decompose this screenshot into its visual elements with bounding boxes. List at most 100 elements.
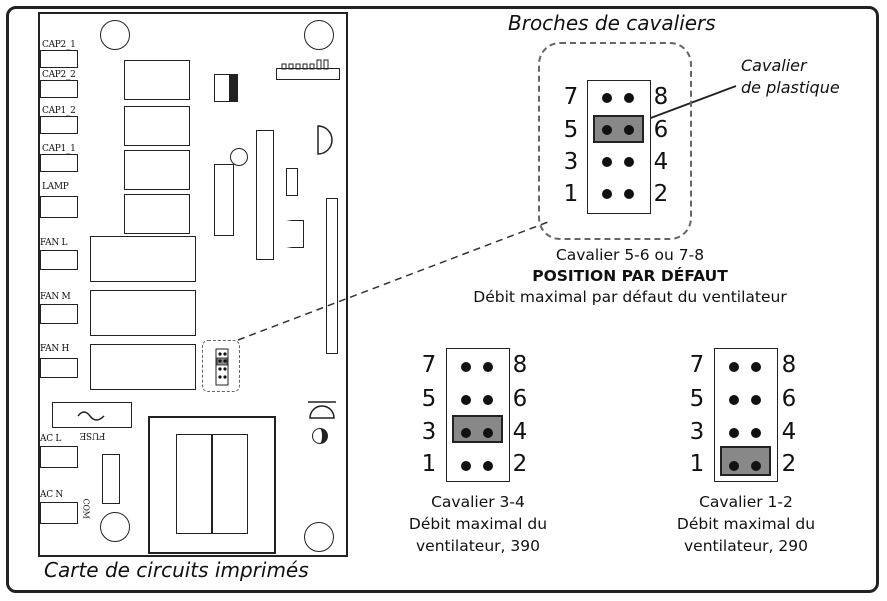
pin-number-8: 8 <box>653 84 669 110</box>
vertical-strip <box>326 198 338 354</box>
pin-number-8: 8 <box>781 352 797 378</box>
small-component <box>286 220 304 248</box>
jumper-1-2-caption-line1: Cavalier 1-2 <box>699 493 793 511</box>
pin-number-8: 8 <box>512 352 528 378</box>
diagram-frame <box>6 6 879 593</box>
connector-label-lamp: LAMP <box>42 182 69 192</box>
pin-dot <box>602 157 612 167</box>
pin-number-7: 7 <box>421 352 437 378</box>
pin-dot <box>602 125 612 135</box>
fan-relay <box>90 290 196 336</box>
small-component <box>286 168 298 196</box>
fuse-holder <box>52 402 132 428</box>
pin-dot <box>751 428 761 438</box>
connector-fan-l <box>40 250 78 270</box>
pin-number-1: 1 <box>421 451 437 477</box>
round-component <box>230 148 248 166</box>
pin-dot <box>483 461 493 471</box>
jumper-1-2-caption-line2: Débit maximal du <box>676 515 816 533</box>
transformer-core-divider <box>211 434 213 534</box>
pin-dot <box>729 461 739 471</box>
connector-ac-l <box>40 446 78 468</box>
jumper-cap <box>720 446 771 476</box>
fan-relay <box>90 344 196 390</box>
ic-chip <box>214 164 234 236</box>
pin-number-2: 2 <box>781 451 797 477</box>
round-component <box>312 428 328 444</box>
connector-cap1-2 <box>40 116 78 134</box>
default-caption-line1: Cavalier 5-6 ou 7-8 <box>555 246 705 264</box>
top-connector-strip <box>276 68 340 80</box>
pin-number-4: 4 <box>781 419 797 445</box>
connector-fan-h <box>40 358 78 378</box>
callout-label-line2: de plastique <box>741 78 840 97</box>
jumper-cap <box>452 415 503 443</box>
jumper-3-4-caption-line2: Débit maximal du <box>408 515 548 533</box>
default-caption-line2: POSITION PAR DÉFAUT <box>532 267 728 285</box>
default-jumper-callout-border <box>538 42 692 240</box>
relay <box>124 60 190 100</box>
jumper-3-4-caption-line3: ventilateur, 390 <box>416 537 540 555</box>
board-jumper-location <box>202 340 240 392</box>
pin-dot <box>729 395 739 405</box>
connector-label-fan-l: FAN L <box>40 238 68 248</box>
default-caption-line3: Débit maximal par défaut du ventilateur <box>473 288 787 306</box>
pin-dot <box>483 362 493 372</box>
fuse-symbol-icon <box>77 411 105 421</box>
pin-number-2: 2 <box>653 181 669 207</box>
mounting-hole <box>100 512 130 542</box>
top-connector-markings-icon <box>281 59 329 70</box>
mini-jumper-header-icon <box>215 348 229 386</box>
connector-label-fan-h: FAN H <box>40 344 70 354</box>
connector-ac-n <box>40 502 78 524</box>
connector-label-cap2-1: CAP2_1 <box>42 40 76 50</box>
connector-cap2-2 <box>40 80 78 98</box>
pin-dot <box>751 395 761 405</box>
mounting-hole <box>304 522 334 552</box>
connector-cap2-1 <box>40 50 78 68</box>
pin-number-5: 5 <box>421 386 437 412</box>
pin-header-title: Broches de cavaliers <box>508 11 716 35</box>
pin-dot <box>729 428 739 438</box>
connector-label-fan-m: FAN M <box>40 292 71 302</box>
pin-dot <box>483 395 493 405</box>
pin-number-6: 6 <box>781 386 797 412</box>
callout-label-line1: Cavalier <box>741 56 807 75</box>
connector-label-ac-n: AC N <box>40 490 63 500</box>
pin-number-6: 6 <box>653 117 669 143</box>
mounting-hole <box>100 20 130 50</box>
pin-number-5: 5 <box>689 386 705 412</box>
connector-label-cap2-2: CAP2_2 <box>42 70 76 80</box>
jumper-cap <box>593 115 644 143</box>
pin-dot <box>624 93 634 103</box>
pin-dot <box>624 189 634 199</box>
pin-dot <box>483 428 493 438</box>
fan-relay <box>90 236 196 282</box>
pin-number-5: 5 <box>563 117 579 143</box>
pin-number-4: 4 <box>653 149 669 175</box>
relay <box>124 106 190 146</box>
semicircle-component-icon <box>317 125 333 155</box>
connector-label-cap1-1: CAP1_1 <box>42 144 76 154</box>
pin-dot <box>624 125 634 135</box>
pin-dot <box>751 461 761 471</box>
pin-dot <box>602 189 612 199</box>
pin-number-1: 1 <box>563 181 579 207</box>
jumper-3-4-caption-line1: Cavalier 3-4 <box>431 493 525 511</box>
connector-cap1-1 <box>40 154 78 172</box>
pin-dot <box>602 93 612 103</box>
pin-number-1: 1 <box>689 451 705 477</box>
default-jumper-header <box>587 80 651 214</box>
connector-label-ac-l: AC L <box>40 434 62 444</box>
relay <box>124 194 190 234</box>
small-component <box>102 454 120 504</box>
pin-dot <box>624 157 634 167</box>
mounting-hole <box>304 20 334 50</box>
pin-number-7: 7 <box>563 84 579 110</box>
pin-dot <box>461 362 471 372</box>
capacitor-block <box>214 74 238 102</box>
pin-number-7: 7 <box>689 352 705 378</box>
semicircle-component-icon <box>308 401 336 419</box>
board-caption: Carte de circuits imprimés <box>44 558 309 582</box>
pin-dot <box>729 362 739 372</box>
